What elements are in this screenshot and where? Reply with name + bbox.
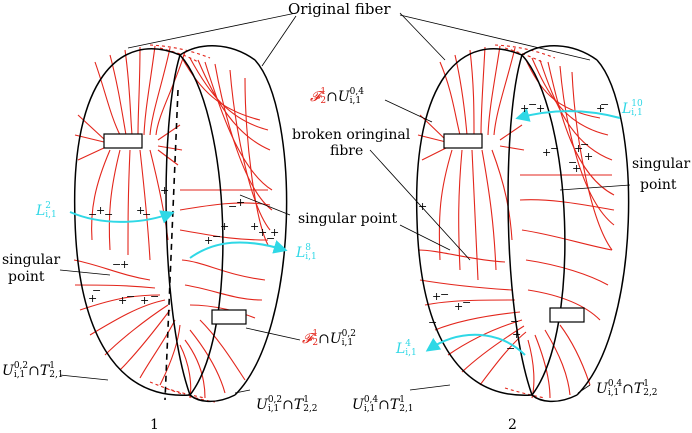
singular-point-left-label-line1: singular [2,252,61,268]
svg-text:+: + [236,196,245,209]
svg-text:+: + [120,258,129,271]
svg-text:−: − [550,142,559,155]
svg-text:+: + [596,102,605,115]
panel-2-number: 2 [508,417,517,433]
svg-text:−: − [88,208,97,221]
svg-text:+: + [584,150,593,163]
panel-2-leaf-10 [515,108,621,122]
sign-marks: −+− +−+ −+ +− +− +− −+ +− ++ +−+ +−+ +− … [88,98,609,355]
panel-2-upper-box [443,133,483,149]
svg-text:+: + [520,102,529,115]
panel-1-lower-box [211,309,247,325]
singular-point-right-label-line2: point [640,177,677,193]
svg-text:−: − [126,290,135,303]
svg-text:−: − [510,315,519,328]
svg-text:+: + [432,290,441,303]
svg-text:−: − [212,230,221,243]
svg-text:+: + [250,220,259,233]
svg-text:+: + [160,184,169,197]
broken-fibre-label-line1: broken oringinal [292,127,411,143]
svg-text:−: − [600,98,609,111]
panel-2-fibers [417,45,527,386]
singular-point-right-label-line1: singular [632,156,691,172]
panel-1-band-fibers [179,57,273,399]
svg-text:−: − [506,342,515,355]
svg-text:+: + [88,292,97,305]
svg-text:+: + [220,220,229,233]
svg-text:−: − [568,156,577,169]
svg-text:−: − [112,258,121,271]
singular-point-left-label-line2: point [8,269,45,285]
svg-text:+: + [454,300,463,313]
svg-text:+: + [572,162,581,175]
panel-1-number: 1 [150,417,159,433]
svg-text:−: − [266,232,275,245]
svg-text:+: + [542,146,551,159]
svg-text:+: + [136,204,145,217]
svg-text:−: − [92,284,101,297]
panel-1-leaf-2 [69,210,175,224]
svg-text:+: + [574,142,583,155]
svg-text:+: + [258,226,267,239]
svg-text:−: − [150,290,159,303]
panel-2-torus [415,44,630,403]
svg-text:−: − [440,288,449,301]
svg-text:+: + [418,200,427,213]
panel-1-fibers [73,45,186,386]
singular-point-middle-label: singular point [298,211,398,227]
svg-text:+: + [270,226,279,239]
panel-2-leaf-4 [425,333,526,356]
svg-text:+: + [140,294,149,307]
svg-text:−: − [580,138,589,151]
panel-1-upper-box [103,133,143,149]
svg-text:−: − [104,208,113,221]
svg-text:−: − [142,208,151,221]
svg-text:−: − [462,296,471,309]
panel-2-band-fibers [519,57,615,399]
svg-text:−: − [528,98,537,111]
panel-2-lower-box [549,307,585,323]
svg-text:+: + [536,102,545,115]
panel-1-leaf-8 [189,240,288,259]
original-fiber-label: Original fiber [288,0,391,18]
svg-text:+: + [512,328,521,341]
svg-text:+: + [204,234,213,247]
svg-text:+: + [96,204,105,217]
panel-1-torus [69,44,288,403]
svg-text:−: − [428,316,437,329]
svg-text:−: − [228,200,237,213]
svg-text:+: + [118,294,127,307]
broken-fibre-label-line2: fibre [330,143,364,159]
leader-lines [59,12,631,394]
